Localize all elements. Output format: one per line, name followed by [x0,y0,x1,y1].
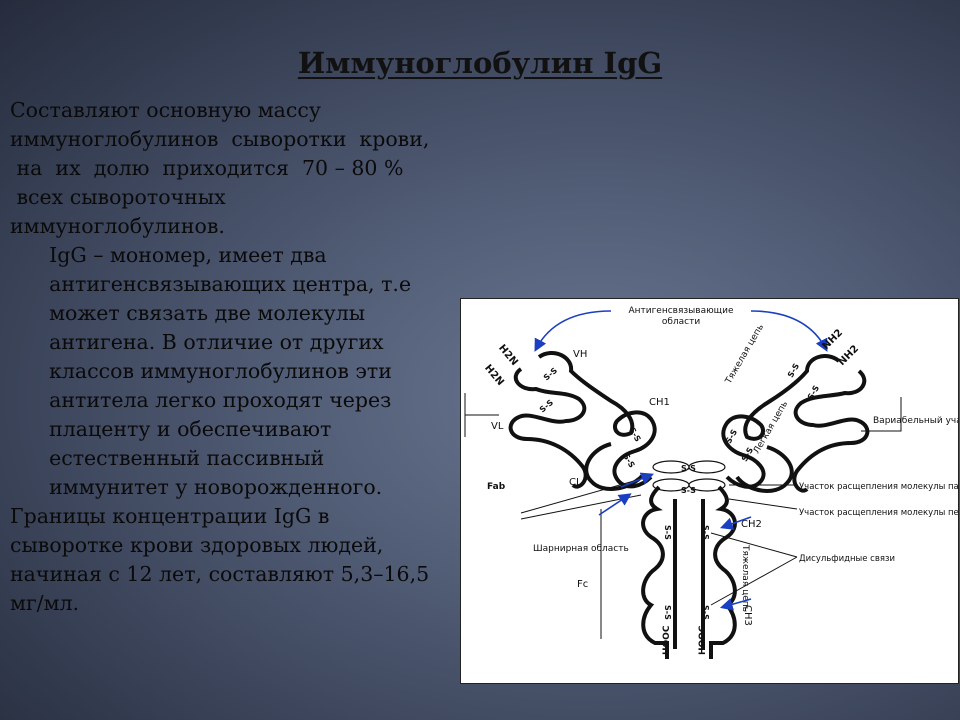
hinge-ellipse [688,478,726,492]
ss-pointer-arrow [719,516,752,530]
para2-line: плаценту и обеспечивают [10,417,332,441]
variable-region-leader [861,397,902,432]
para1-line: иммуноглобулинов. [10,214,225,238]
disulfide-label: S-S [663,525,672,540]
left-light-chain-loops [508,367,588,489]
antigen-binding-arrow [534,310,612,352]
disulfide-label: S-S [538,398,555,415]
left-cl-loop [584,442,645,491]
para3-line: мг/мл. [10,591,80,615]
disulfide-label: S-S [663,605,672,620]
disulfide-bonds-label: Дисульфидные связи [799,554,895,564]
nh2-label: NH2 [821,327,846,352]
igg-structure-diagram: S-S S-S S-S S-S S-S S-S S-S S-S S-S S-S … [460,298,959,684]
para3-line: начиная с 12 лет, составляют 5,3–16,5 [10,562,430,586]
disulfide-label: S-S [542,366,559,383]
disulfide-label: S-S [681,486,696,495]
antigen-binding-label: Антигенсвязывающие [628,306,734,316]
disulfide-label: S-S [786,362,801,380]
disulfide-label: S-S [681,464,696,473]
h2n-label: H2N [496,343,520,368]
disulfide-leader [710,532,798,606]
papain-site-label: Участок расщепления молекулы папаином [799,482,958,492]
nh2-label: NH2 [837,343,862,368]
right-heavy-chain-loops [721,354,841,489]
para2-line: антигена. В отличие от других [10,330,384,354]
h2n-label: H2N [482,363,506,388]
disulfide-label: S-S [621,452,636,470]
ch3-label: CH3 [742,605,753,626]
variable-region-label: Вариабельный участок [873,416,958,426]
fab-bracket [464,393,499,437]
pepsin-leader [728,498,798,510]
para3-line: сыворотке крови здоровых людей, [10,533,384,557]
ss-pointer-arrow [719,598,752,611]
slide-title: Иммуноглобулин IgG [297,46,663,80]
para2-line: иммунитет у новорожденного. [10,475,383,499]
fc-right-heavy-chain [709,485,737,659]
vl-label: VL [491,421,504,432]
left-heavy-chain-loops [537,351,657,489]
disulfide-label: S-S [701,605,710,620]
body-text: Составляют основную массу иммуноглобулин… [10,96,460,618]
cooh-label: HOOC [698,625,708,655]
disulfide-label: S-S [701,525,710,540]
vh-label: VH [573,349,587,360]
fc-label: Fc [577,579,588,590]
para2-line: может связать две молекулы [10,301,366,325]
igg-diagram-svg: S-S S-S S-S S-S S-S S-S S-S S-S S-S S-S … [464,306,958,659]
para2-line: IgG – мономер, имеет два [10,243,327,267]
para3-line: Границы концентрации IgG в [10,504,330,528]
para1-line: всех сывороточных [10,185,226,209]
ss-pointer-arrow [598,493,632,516]
fab-label: Fab [487,482,506,492]
para2-line: естественный пассивный [10,446,325,470]
disulfide-label: S-S [724,428,739,446]
ch2-label: CH2 [741,519,762,530]
ch1-label: CH1 [649,397,670,408]
ss-pointer-arrow [620,472,654,488]
hinge-ellipse [688,460,726,474]
heavy-chain-lower-label: Тяжелая цепь [740,544,750,612]
para1-line: иммуноглобулинов сыворотки крови, [10,127,430,151]
cl-label: CL [569,477,582,488]
cooh-label: HOOC [662,625,672,655]
para1-line: Составляют основную массу [10,98,321,122]
para2-line: антитела легко проходят через [10,388,392,412]
right-cl-loop [735,445,794,493]
pepsin-site-label: Участок расщепления молекулы пепсином [799,508,958,518]
antigen-binding-arrow [750,310,828,352]
para1-line: на их долю приходится 70 – 80 % [10,156,404,180]
para2-line: антигенсвязывающих центра, т.е [10,272,412,296]
heavy-chain-upper-label: Тяжелая цепь [723,323,766,387]
regions-label: области [662,317,701,327]
right-light-chain-loops [792,369,870,493]
hinge-region-label: Шарнирная область [533,544,629,554]
para2-line: классов иммуноглобулинов эти [10,359,392,383]
fc-left-heavy-chain [641,485,669,659]
